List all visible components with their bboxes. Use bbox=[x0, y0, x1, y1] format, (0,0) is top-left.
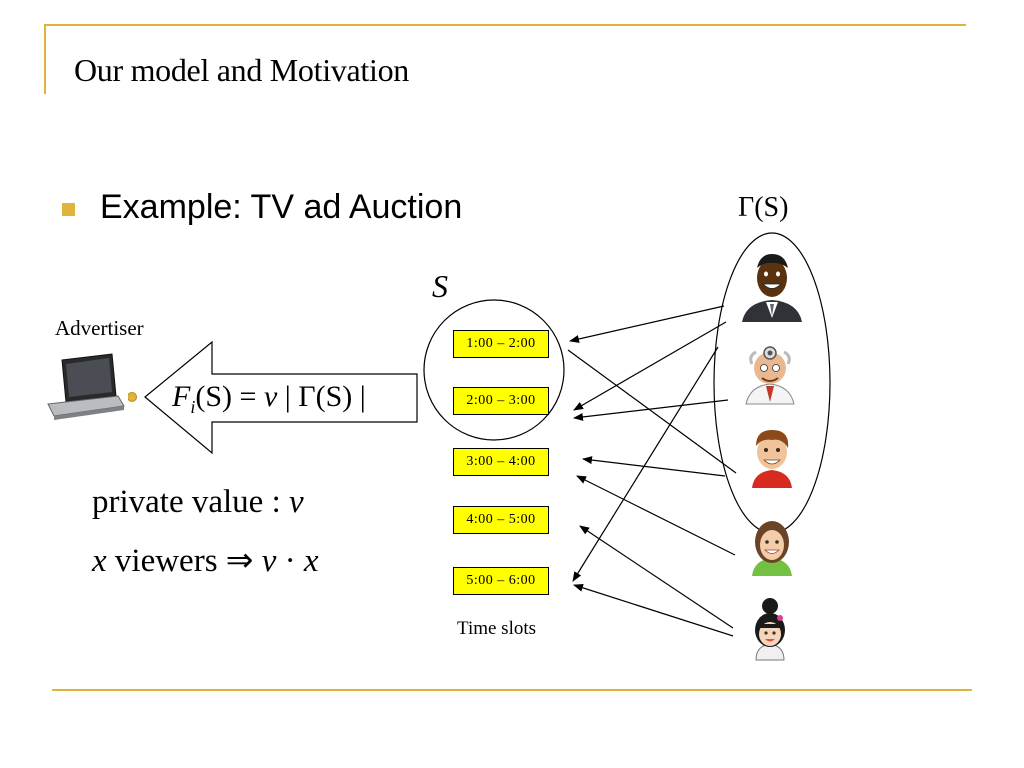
time-slot-5: 5:00 – 6:00 bbox=[453, 567, 549, 595]
time-slot-4: 4:00 – 5:00 bbox=[453, 506, 549, 534]
viewers-text: viewers ⇒ bbox=[106, 543, 262, 579]
private-value-var: v bbox=[289, 484, 304, 520]
girl-viewer-icon bbox=[755, 598, 785, 661]
time-slot-3: 3:00 – 4:00 bbox=[453, 448, 549, 476]
advertiser-label: Advertiser bbox=[55, 316, 144, 340]
set-s-circle bbox=[423, 299, 565, 441]
viewers-var-x: x bbox=[92, 543, 107, 579]
bullet-text: Example: TV ad Auction bbox=[100, 188, 463, 226]
time-slot-1: 1:00 – 2:00 bbox=[453, 330, 549, 358]
viewers-var-x2: x bbox=[303, 543, 319, 579]
bottom-rule bbox=[52, 689, 972, 691]
left-rule bbox=[44, 24, 46, 94]
top-rule bbox=[44, 24, 966, 26]
viewers-line: x viewers ⇒ v · x bbox=[92, 540, 319, 580]
viewer-edges bbox=[567, 305, 737, 637]
gamma-s-label: Γ(S) bbox=[738, 192, 789, 223]
formula-arg: (S) bbox=[195, 380, 233, 413]
formula-rhs: | Γ(S) | bbox=[277, 380, 366, 413]
slide-title: Our model and Motivation bbox=[74, 52, 409, 88]
value-arrow-shape bbox=[144, 340, 418, 455]
time-slots-label: Time slots bbox=[457, 618, 537, 639]
viewers-dot: · bbox=[276, 543, 304, 579]
formula-v: v bbox=[263, 380, 278, 413]
set-s-label: S bbox=[432, 268, 448, 304]
private-value-text: private value : bbox=[92, 484, 290, 520]
formula-equals: = bbox=[232, 380, 264, 413]
time-slot-2: 2:00 – 3:00 bbox=[453, 387, 549, 415]
woman-viewer-icon bbox=[752, 521, 792, 576]
formula-subscript: i bbox=[190, 397, 196, 417]
laptop-icon bbox=[42, 352, 128, 428]
man-viewer-icon bbox=[742, 254, 802, 322]
boy-viewer-icon bbox=[752, 430, 792, 488]
valuation-formula: Fi(S) = v | Γ(S) | bbox=[172, 380, 366, 418]
viewers-var-v: v bbox=[261, 543, 277, 579]
doctor-viewer-icon bbox=[745, 346, 795, 405]
private-value-line: private value : v bbox=[92, 484, 304, 521]
formula-f: F bbox=[172, 380, 191, 413]
bullet-square bbox=[62, 203, 75, 216]
arrow-bullet-dot bbox=[127, 392, 137, 402]
